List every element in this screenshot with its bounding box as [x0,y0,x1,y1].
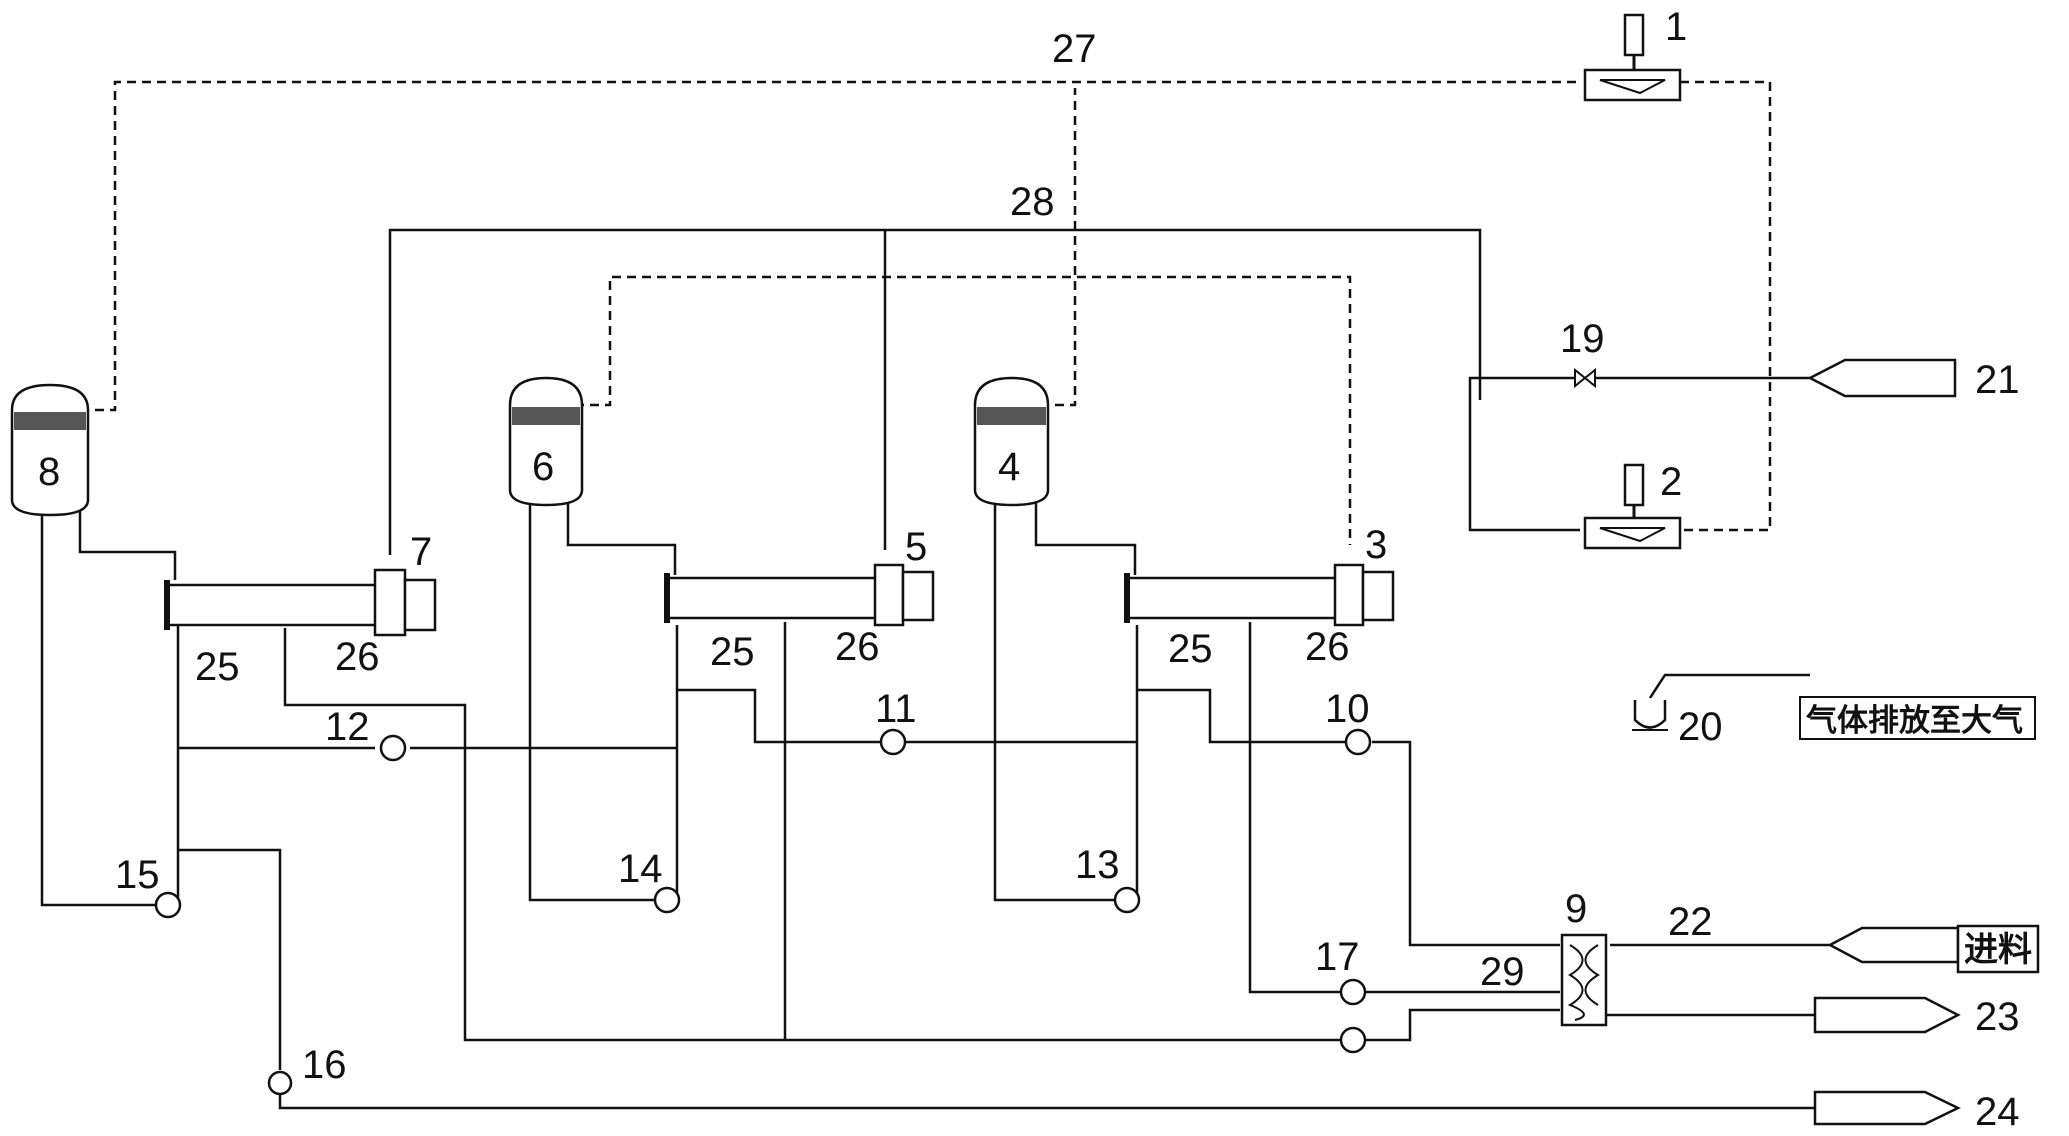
line-19 [1468,376,1810,532]
compressor-1 [1583,13,1682,102]
number-labels: 1 2 27 28 19 21 7 5 3 25 26 25 26 25 26 … [115,5,2020,1134]
label-13: 13 [1075,843,1120,887]
label-26-a: 26 [335,635,380,679]
terminal-21 [1807,358,1957,398]
label-25-b: 25 [710,630,755,674]
feed-text: 进料 [1964,930,2032,970]
terminal-23 [1813,996,1961,1034]
label-11: 11 [875,687,917,731]
pump-17 [1339,978,1367,1006]
terminal-feed: 进料 [1827,924,2040,974]
process-lines [40,228,1830,1110]
valve-19 [1574,367,1596,389]
vessel-8: 8 [10,383,90,517]
gas-vent-text: 气体排放至大气 [1805,703,2023,739]
label-29: 29 [1480,950,1525,994]
label-14: 14 [618,847,663,891]
label-15: 15 [115,853,160,897]
gas-line-vessel6 [575,275,1352,545]
heat-exchanger-9 [1560,933,1608,1027]
vessel-6: 6 [508,376,584,507]
label-9: 9 [1565,887,1587,931]
gas-vent-box: 气体排放至大气 [1799,696,2036,740]
vessel-label: 6 [532,445,554,489]
packing-band [977,407,1046,425]
label-25-a: 25 [195,645,240,689]
pump-12 [379,734,407,762]
pump-13 [1113,886,1141,914]
vent-20 [1632,700,1668,731]
label-23: 23 [1975,995,2020,1039]
label-28: 28 [1010,180,1055,224]
packing-band [512,407,580,425]
gas-line-top-right [1680,80,1772,532]
label-26-b: 26 [835,625,880,669]
label-16: 16 [302,1043,347,1087]
vessel-label: 8 [38,450,60,494]
heat-exchanger-5 [664,563,935,627]
label-5: 5 [905,525,927,569]
gas-lines [80,80,1772,545]
vessel-label: 4 [998,445,1020,489]
heat-exchanger-3 [1124,563,1395,627]
pump-11 [879,728,907,756]
label-1: 1 [1665,5,1687,49]
label-19: 19 [1560,317,1605,361]
label-2: 2 [1660,460,1682,504]
label-27: 27 [1052,27,1097,71]
label-25-c: 25 [1168,627,1213,671]
packing-band [14,412,86,430]
label-3: 3 [1365,523,1387,567]
heat-exchanger-7 [164,568,437,637]
label-17: 17 [1315,935,1360,979]
label-10: 10 [1325,687,1370,731]
label-12: 12 [325,705,370,749]
label-20: 20 [1678,705,1723,749]
line-28 [388,228,1482,555]
gas-line-top [80,80,1580,412]
label-26-c: 26 [1305,625,1350,669]
pump-15 [154,891,182,919]
label-7: 7 [410,530,432,574]
valve-16 [267,1070,293,1096]
terminal-24 [1813,1090,1961,1126]
pump-10 [1344,728,1372,756]
compressor-2 [1583,463,1682,550]
pumps [154,728,1372,1096]
label-21: 21 [1975,358,2020,402]
label-22: 22 [1668,900,1713,944]
pump-18 [1339,1026,1367,1054]
gas-line-vessel4 [1040,88,1077,407]
label-24: 24 [1975,1090,2020,1134]
pump-14 [653,886,681,914]
vessel-4: 4 [973,376,1050,507]
